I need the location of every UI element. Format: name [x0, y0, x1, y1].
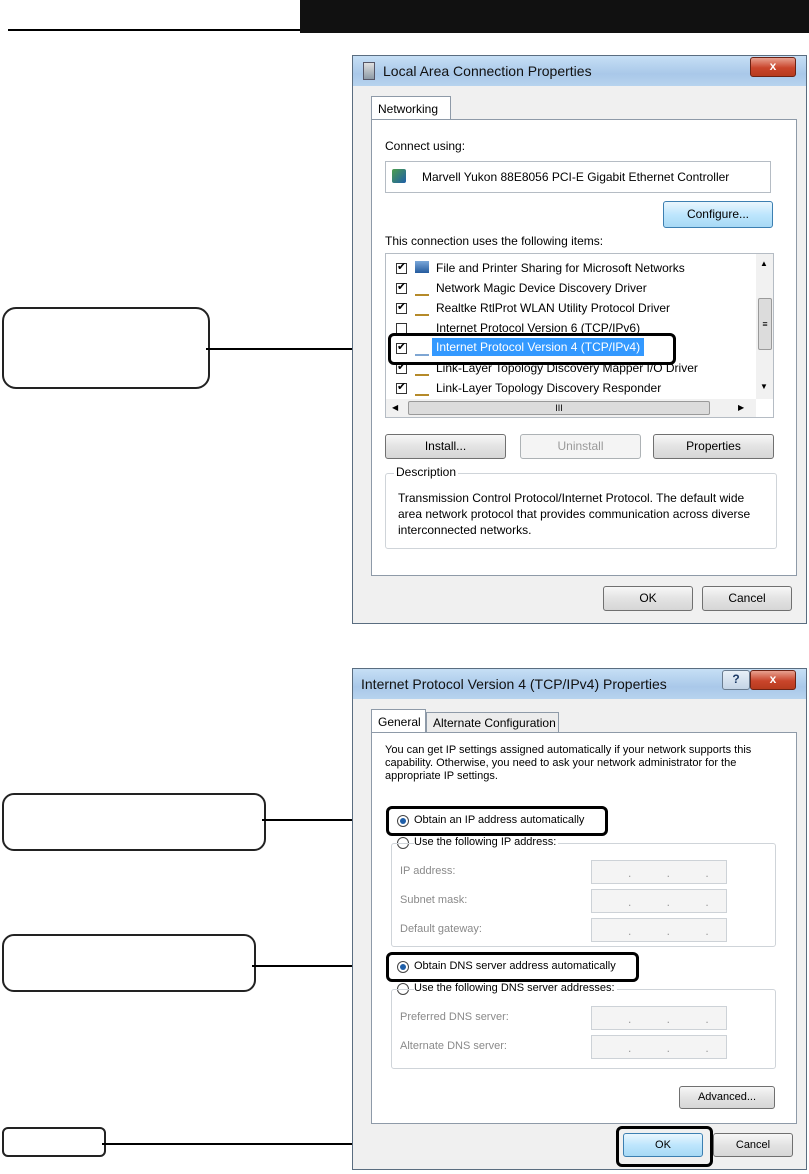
obtain-dns-radio[interactable]	[397, 961, 409, 973]
preferred-dns-label: Preferred DNS server:	[400, 1011, 509, 1023]
help-button[interactable]: ?	[722, 670, 750, 690]
highlight-obtain-dns	[386, 952, 639, 982]
use-dns-label[interactable]: Use the following DNS server addresses:	[414, 982, 617, 994]
item-checkbox[interactable]	[396, 380, 407, 394]
callout-box-obtain-dns	[2, 934, 256, 992]
ip-dots: . . .	[628, 866, 725, 880]
use-ip-label[interactable]: Use the following IP address:	[414, 836, 559, 848]
intro-text: You can get IP settings assigned automat…	[385, 744, 752, 782]
list-item[interactable]: Realtke RtlProt WLAN Utility Protocol Dr…	[386, 297, 756, 318]
obtain-ip-label[interactable]: Obtain an IP address automatically	[414, 814, 585, 826]
static-ip-group	[391, 843, 776, 947]
subnet-mask-field[interactable]: . . .	[591, 889, 727, 913]
callout-connector-obtain-dns	[252, 965, 386, 967]
ok-button-dialog1[interactable]: OK	[603, 586, 693, 611]
highlight-ok	[616, 1126, 713, 1167]
item-checkbox[interactable]	[396, 260, 407, 274]
scroll-up-icon[interactable]: ▲	[760, 259, 768, 268]
ip-dots: . . .	[628, 1041, 725, 1055]
protocol-icon	[415, 365, 429, 376]
description-label: Description	[394, 465, 459, 479]
ip-dots: . . .	[628, 1012, 725, 1026]
default-gateway-field[interactable]: . . .	[591, 918, 727, 942]
default-gateway-label: Default gateway:	[400, 923, 482, 935]
local-area-connection-dialog: Local Area Connection Properties x Netwo…	[352, 55, 807, 624]
item-checkbox[interactable]	[396, 300, 407, 314]
items-label: This connection uses the following items…	[385, 234, 604, 248]
callout-box-tcpip	[2, 307, 210, 389]
dialog1-title-bar: Local Area Connection Properties x	[353, 56, 806, 86]
description-group: Description Transmission Control Protoco…	[385, 465, 777, 549]
adapter-field: Marvell Yukon 88E8056 PCI-E Gigabit Ethe…	[385, 161, 771, 193]
obtain-ip-radio[interactable]	[397, 815, 409, 827]
cancel-button-dialog1[interactable]: Cancel	[702, 586, 792, 611]
adapter-icon	[392, 169, 406, 183]
ip-address-field[interactable]: . . .	[591, 860, 727, 884]
horizontal-scrollbar[interactable]: ◀ III ▶	[386, 399, 756, 417]
dialog2-title: Internet Protocol Version 4 (TCP/IPv4) P…	[361, 676, 667, 692]
callout-box-ok	[2, 1127, 106, 1157]
advanced-button[interactable]: Advanced...	[679, 1086, 775, 1109]
item-label: Link-Layer Topology Discovery Responder	[436, 381, 662, 395]
list-item[interactable]: File and Printer Sharing for Microsoft N…	[386, 257, 756, 278]
ok-button-dialog2[interactable]: OK	[623, 1133, 703, 1157]
highlight-obtain-ip	[386, 806, 608, 836]
properties-button[interactable]: Properties	[653, 434, 774, 459]
vertical-scrollbar[interactable]: ▲ ≡ ▼	[756, 254, 773, 399]
general-panel: You can get IP settings assigned automat…	[371, 732, 797, 1124]
scroll-thumb[interactable]: ≡	[758, 298, 772, 350]
dialog1-title: Local Area Connection Properties	[383, 63, 592, 79]
obtain-dns-label[interactable]: Obtain DNS server address automatically	[414, 960, 616, 972]
tab-alternate-configuration[interactable]: Alternate Configuration	[426, 712, 559, 733]
preferred-dns-field[interactable]: . . .	[591, 1006, 727, 1030]
item-label: Network Magic Device Discovery Driver	[436, 281, 647, 295]
ipv4-properties-dialog: Internet Protocol Version 4 (TCP/IPv4) P…	[352, 668, 807, 1170]
dialog2-close-button[interactable]: x	[750, 670, 796, 690]
networking-panel: Connect using: Marvell Yukon 88E8056 PCI…	[371, 119, 797, 576]
alternate-dns-field[interactable]: . . .	[591, 1035, 727, 1059]
configure-button[interactable]: Configure...	[663, 201, 773, 228]
list-item[interactable]: Network Magic Device Discovery Driver	[386, 277, 756, 298]
alternate-dns-label: Alternate DNS server:	[400, 1040, 507, 1052]
highlight-tcpipv4	[388, 333, 676, 365]
scroll-down-icon[interactable]: ▼	[760, 382, 768, 391]
description-text: Transmission Control Protocol/Internet P…	[398, 491, 751, 537]
header-rule	[8, 29, 300, 31]
item-checkbox[interactable]	[396, 280, 407, 294]
list-item-selected[interactable]: Internet Protocol Version 4 (TCP/IPv4)	[386, 337, 756, 358]
ip-dots: . . .	[628, 924, 725, 938]
uninstall-button[interactable]: Uninstall	[520, 434, 641, 459]
protocol-icon	[415, 305, 429, 316]
dialog2-title-bar: Internet Protocol Version 4 (TCP/IPv4) P…	[353, 669, 806, 699]
callout-connector-obtain-ip	[262, 819, 386, 821]
hscroll-thumb[interactable]: III	[408, 401, 710, 415]
item-label: Internet Protocol Version 6 (TCP/IPv6)	[436, 321, 641, 335]
install-button[interactable]: Install...	[385, 434, 506, 459]
item-label: Internet Protocol Version 4 (TCP/IPv4)	[432, 338, 645, 356]
network-adapter-icon	[363, 62, 375, 80]
dialog1-close-button[interactable]: x	[750, 57, 796, 77]
protocol-icon	[415, 285, 429, 296]
cancel-button-dialog2[interactable]: Cancel	[713, 1133, 793, 1157]
scroll-left-icon[interactable]: ◀	[392, 403, 399, 412]
ip-dots: . . .	[628, 895, 725, 909]
callout-connector-tcpip	[206, 348, 390, 350]
scroll-right-icon[interactable]: ▶	[738, 403, 745, 412]
header-bar	[300, 0, 809, 33]
tab-general[interactable]: General	[371, 709, 426, 733]
callout-box-obtain-ip	[2, 793, 266, 851]
list-item[interactable]: Link-Layer Topology Discovery Responder	[386, 377, 756, 398]
item-label: File and Printer Sharing for Microsoft N…	[436, 261, 685, 275]
protocol-icon	[415, 345, 429, 356]
tab-networking[interactable]: Networking	[371, 96, 451, 120]
item-checkbox[interactable]	[396, 340, 407, 354]
subnet-mask-label: Subnet mask:	[400, 894, 468, 906]
file-printer-sharing-icon	[415, 261, 429, 273]
item-label: Realtke RtlProt WLAN Utility Protocol Dr…	[436, 301, 671, 315]
ip-address-label: IP address:	[400, 865, 456, 877]
protocol-icon	[415, 385, 429, 396]
connect-using-label: Connect using:	[385, 139, 466, 153]
adapter-name: Marvell Yukon 88E8056 PCI-E Gigabit Ethe…	[422, 170, 730, 184]
